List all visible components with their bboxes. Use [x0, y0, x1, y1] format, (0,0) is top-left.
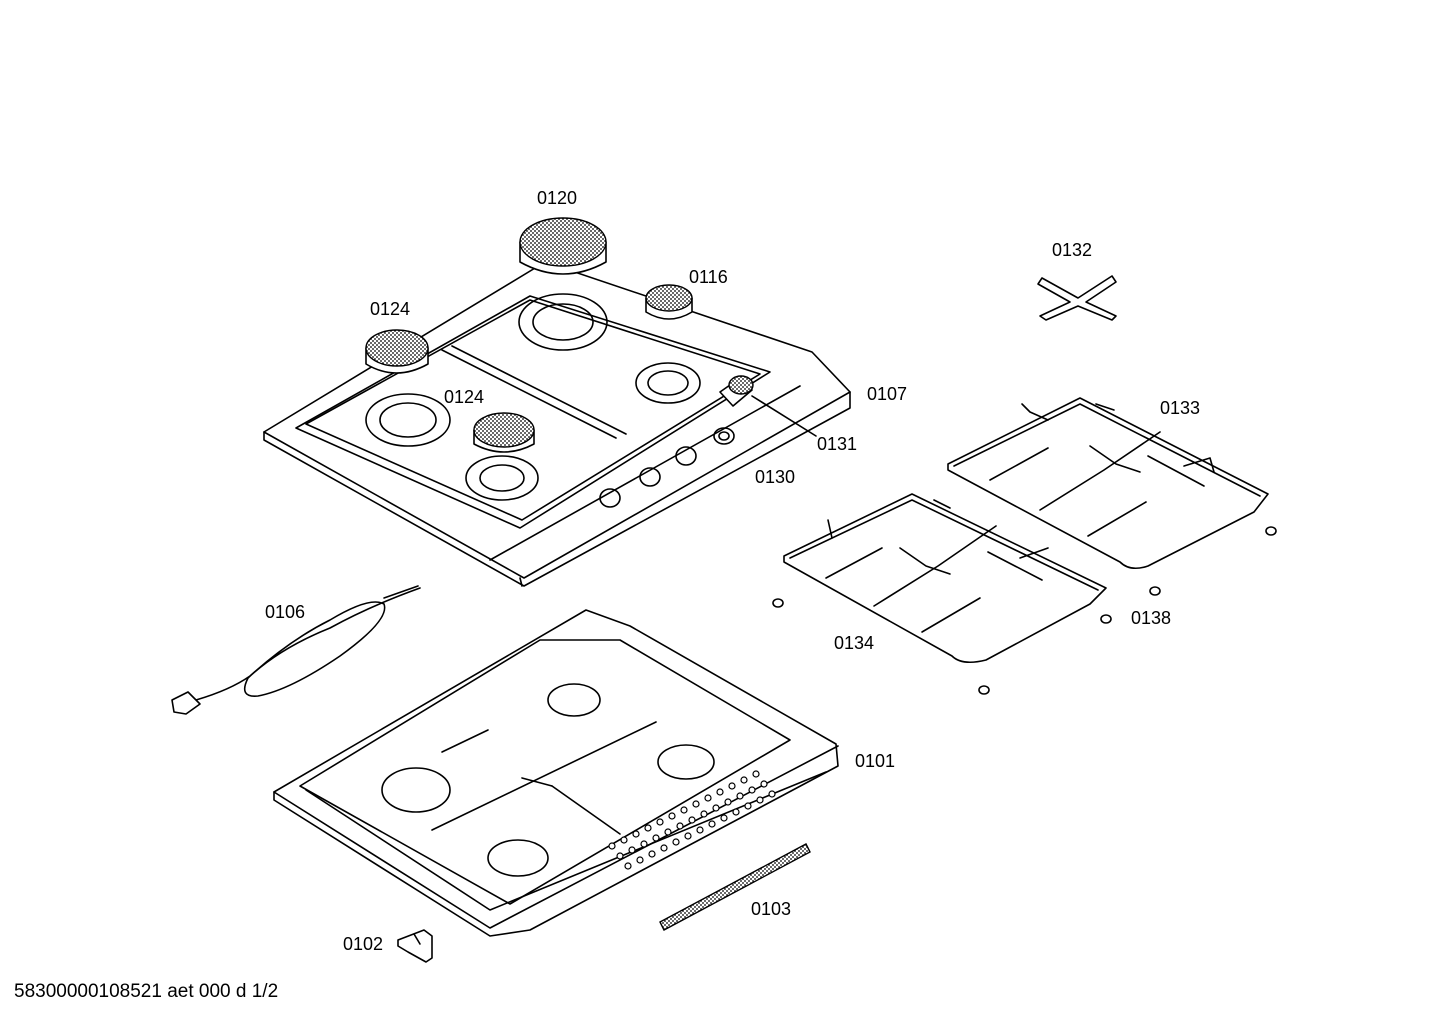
burner-cap-medium-front: [473, 412, 535, 453]
label-0120: 0120: [537, 188, 578, 208]
pan-support-right: [947, 397, 1269, 570]
pan-support-left: [783, 493, 1107, 664]
label-0102: 0102: [343, 934, 384, 954]
sealing-strip: [659, 843, 811, 931]
control-knob: [719, 375, 817, 437]
label-0124-rear: 0124: [370, 299, 411, 319]
label-0116: 0116: [689, 267, 728, 287]
power-cable: [171, 585, 421, 715]
label-0107: 0107: [867, 384, 908, 404]
burner-cap-large: [519, 217, 607, 275]
label-0130: 0130: [755, 467, 796, 487]
label-0124-front: 0124: [444, 387, 485, 407]
label-0103: 0103: [751, 899, 792, 919]
burner-cap-small: [645, 284, 693, 320]
label-0101: 0101: [855, 751, 896, 771]
rubber-feet: [772, 526, 1277, 695]
wok-support-cross: [1037, 275, 1117, 321]
label-0134: 0134: [834, 633, 875, 653]
cooktop-top-panel: [263, 261, 851, 587]
label-0132: 0132: [1052, 240, 1093, 260]
document-reference: 58300000108521 aet 000 d 1/2: [14, 981, 279, 1002]
bottom-tray: [273, 609, 839, 937]
label-0138: 0138: [1131, 608, 1172, 628]
label-0133: 0133: [1160, 398, 1201, 418]
vent-holes: [608, 770, 776, 870]
label-0106: 0106: [265, 602, 306, 622]
label-0131: 0131: [817, 434, 858, 454]
burner-cap-medium-left: [365, 329, 429, 374]
fixing-clip: [397, 929, 433, 963]
